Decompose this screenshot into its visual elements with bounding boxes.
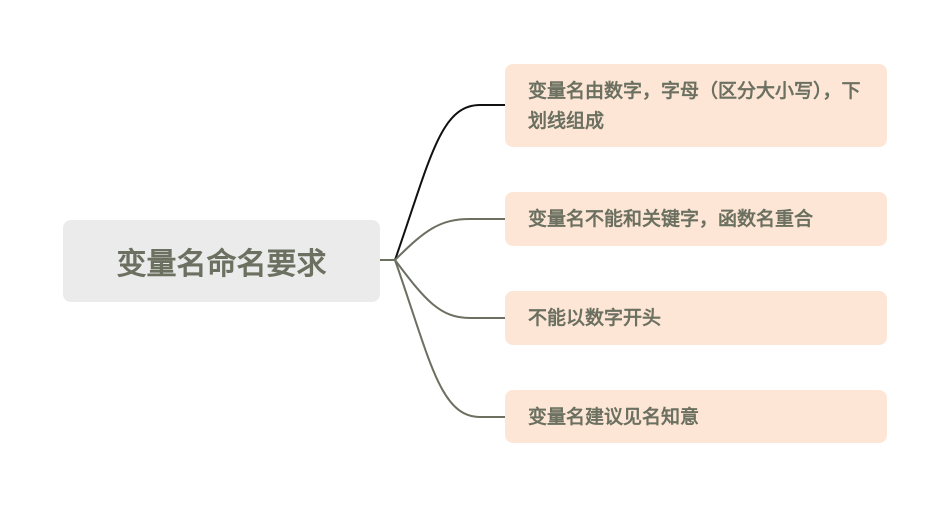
- root-topic[interactable]: 变量名命名要求: [63, 220, 380, 302]
- connector-line-2: [380, 218, 505, 261]
- connector-line-4: [394, 259, 505, 418]
- subtopic-label: 变量名由数字，字母（区分大小写），下划线组成: [528, 79, 861, 132]
- subtopic-label: 变量名建议见名知意: [528, 405, 700, 428]
- connector-line-3: [394, 259, 505, 319]
- connector-line-1: [380, 104, 505, 261]
- subtopic-1[interactable]: 变量名由数字，字母（区分大小写），下划线组成: [505, 64, 887, 147]
- subtopic-2[interactable]: 变量名不能和关键字，函数名重合: [505, 192, 887, 246]
- subtopic-3[interactable]: 不能以数字开头: [505, 291, 887, 345]
- subtopic-4[interactable]: 变量名建议见名知意: [505, 390, 887, 443]
- subtopic-label: 变量名不能和关键字，函数名重合: [528, 208, 814, 230]
- root-topic-label: 变量名命名要求: [116, 247, 327, 282]
- subtopic-label: 不能以数字开头: [528, 307, 662, 329]
